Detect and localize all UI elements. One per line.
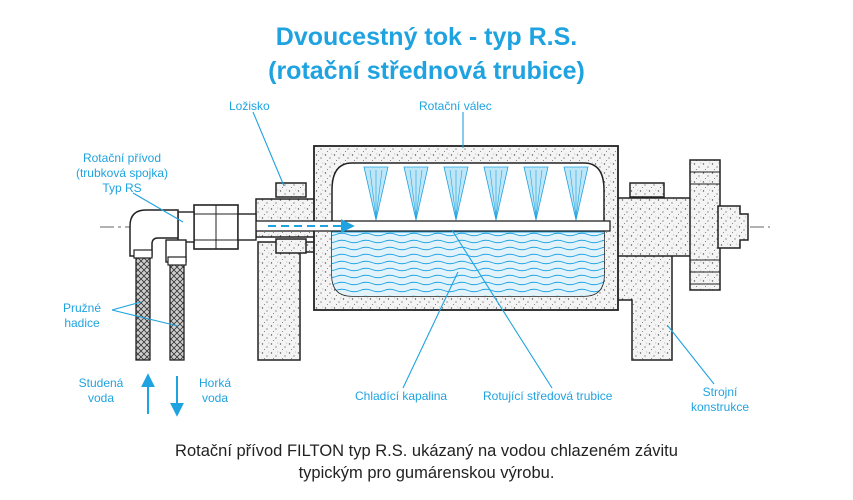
right-frame-support xyxy=(611,241,673,361)
label-flexible-hoses-line1: Pružné xyxy=(62,301,102,315)
label-machine-frame: Strojní konstrukce xyxy=(680,385,760,415)
label-rotary-cylinder: Rotační válec xyxy=(419,99,492,113)
flexible-hose-hot xyxy=(169,261,185,361)
diagram-title-line1: Dvoucestný tok - typ R.S. xyxy=(275,23,578,51)
label-cold-water: Studená voda xyxy=(70,376,132,406)
diagram-title-line2: (rotační střednová trubice) xyxy=(268,57,585,85)
label-cold-water-line2: voda xyxy=(87,391,115,405)
elbow-fitting xyxy=(129,209,179,257)
label-hot-water-line1: Horká xyxy=(198,376,231,390)
left-bearing-bottom xyxy=(275,238,307,254)
spray-lines xyxy=(369,169,583,219)
label-hot-water: Horká voda xyxy=(190,376,240,406)
label-flexible-hoses-line2: hadice xyxy=(64,316,100,330)
drive-gear xyxy=(689,159,721,291)
leader-lines xyxy=(111,111,715,389)
label-rotating-tube: Rotující středová trubice xyxy=(483,389,613,403)
label-flexible-hoses: Pružné hadice xyxy=(54,301,110,331)
label-machine-frame-line1: Strojní xyxy=(702,385,738,399)
shaft-end xyxy=(717,205,749,249)
rotary-joint-cap xyxy=(177,211,195,243)
label-bearing: Ložisko xyxy=(229,99,270,113)
left-bearing-top xyxy=(275,182,307,198)
coolant xyxy=(332,232,604,296)
caption-line1: Rotační přívod FILTON typ R.S. ukázaný n… xyxy=(175,442,678,460)
left-frame-support xyxy=(257,241,319,361)
gear-teeth xyxy=(690,171,720,285)
label-rotary-joint-line3: Typ RS xyxy=(102,181,142,195)
flexible-hose-cold xyxy=(135,255,151,361)
label-machine-frame-line2: konstrukce xyxy=(690,400,750,414)
label-coolant: Chladící kapalina xyxy=(355,389,448,403)
label-cold-water-line1: Studená xyxy=(78,376,124,390)
rotating-center-tube xyxy=(247,220,611,232)
label-rotary-joint-line2: (trubková spojka) xyxy=(75,166,169,180)
label-rotary-joint-line1: Rotační přívod xyxy=(82,151,162,165)
right-bearing-top xyxy=(629,182,665,198)
label-rotary-joint: Rotační přívod (trubková spojka) Typ RS xyxy=(62,151,182,196)
caption-line2: typickým pro gumárenskou výrobu. xyxy=(298,464,555,482)
rotary-joint-flange xyxy=(237,213,257,241)
label-hot-water-line2: voda xyxy=(201,391,229,405)
